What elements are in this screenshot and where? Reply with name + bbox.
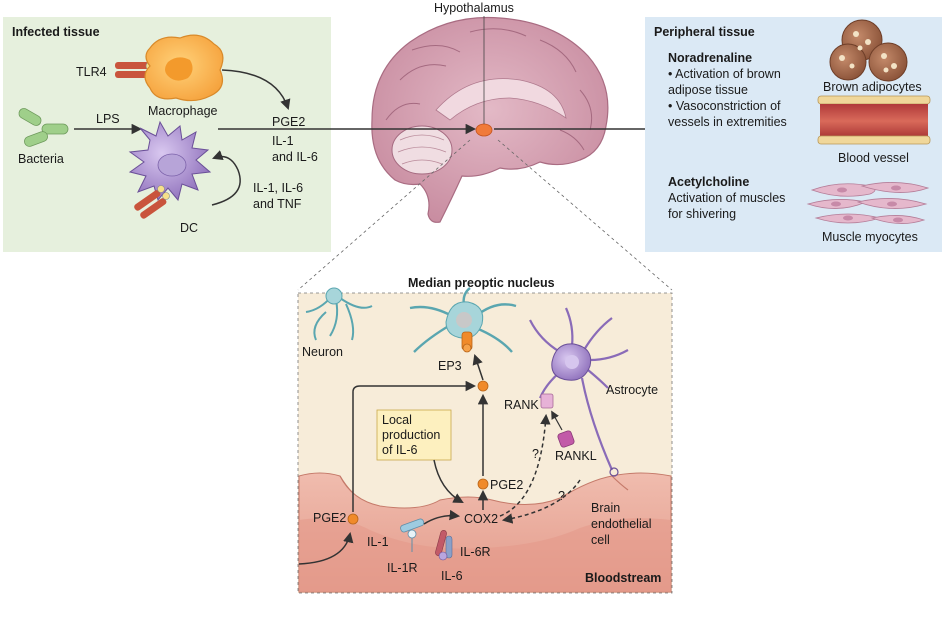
hypothalamus-label: Hypothalamus bbox=[434, 1, 514, 15]
peripheral-tissue-title: Peripheral tissue bbox=[654, 25, 755, 39]
rank-receptor-icon bbox=[540, 393, 554, 409]
local-production-line-1: Local bbox=[382, 413, 412, 427]
local-production-line-2: production bbox=[382, 428, 440, 442]
hypothalamus-icon bbox=[475, 123, 493, 137]
blood-vessel-icon bbox=[817, 95, 931, 145]
il6-label: IL-6 bbox=[441, 569, 463, 583]
ep3-label: EP3 bbox=[438, 359, 462, 373]
mediator-il1: IL-1 bbox=[272, 134, 294, 148]
cytokine-loop-label-2: and TNF bbox=[253, 197, 302, 211]
muscle-myocytes-icon bbox=[806, 182, 930, 224]
mediator-il6: and IL-6 bbox=[272, 150, 318, 164]
bloodstream-region bbox=[299, 518, 671, 592]
cerebellum-icon bbox=[391, 125, 453, 175]
macrophage-nucleus bbox=[165, 57, 193, 81]
local-production-arrow bbox=[433, 459, 464, 504]
il6r-label: IL-6R bbox=[460, 545, 491, 559]
noradrenaline-bullet-2: adipose tissue bbox=[668, 83, 748, 97]
il1r-receptor-icon bbox=[400, 518, 425, 552]
corpus-callosum bbox=[435, 78, 567, 121]
local-production-box bbox=[376, 409, 452, 461]
pge2-bloodstream-arrow bbox=[298, 531, 354, 565]
brown-adipocytes-label: Brown adipocytes bbox=[823, 80, 922, 94]
blood-vessel-label: Blood vessel bbox=[838, 151, 909, 165]
pge2-upward-arrow bbox=[472, 354, 484, 381]
pge2-left-to-ep3-arrow bbox=[352, 380, 477, 512]
endothelial-cell-borders bbox=[339, 475, 629, 493]
brain-endo-label-2: endothelial bbox=[591, 517, 651, 531]
infected-tissue-title: Infected tissue bbox=[12, 25, 100, 39]
cox2-to-rank-dashed-arrow bbox=[499, 413, 551, 517]
cerebellum-folds bbox=[397, 134, 447, 165]
il1-label: IL-1 bbox=[367, 535, 389, 549]
acetylcholine-heading: Acetylcholine bbox=[668, 175, 749, 189]
noradrenaline-bullet-4: vessels in extremities bbox=[668, 115, 787, 129]
pge2-molecule-cox2 bbox=[477, 478, 489, 490]
cytokine-loop-label-1: IL-1, IL-6 bbox=[253, 181, 303, 195]
dc-label: DC bbox=[180, 221, 198, 235]
rank-label: RANK bbox=[504, 398, 539, 412]
unknown-mechanism-2: ? bbox=[558, 489, 565, 503]
pge2-molecule-ep3 bbox=[477, 380, 489, 392]
astrocyte-nucleus bbox=[565, 355, 579, 369]
acetylcholine-text-2: for shivering bbox=[668, 207, 736, 221]
noradrenaline-bullet-1: • Activation of brown bbox=[668, 67, 781, 81]
muscle-myocytes-label: Muscle myocytes bbox=[822, 230, 918, 244]
dc-receptor-icon bbox=[134, 185, 170, 219]
lps-label: LPS bbox=[96, 112, 120, 126]
brown-adipocytes-icon bbox=[829, 19, 908, 82]
il6r-receptor-icon bbox=[435, 530, 453, 561]
noradrenaline-bullet-3: • Vasoconstriction of bbox=[668, 99, 781, 113]
ep3-neuron-nucleus bbox=[456, 312, 472, 328]
astrocyte-label: Astrocyte bbox=[606, 383, 658, 397]
brain-icon bbox=[371, 16, 609, 223]
bloodstream-label: Bloodstream bbox=[585, 571, 661, 585]
pge2-left-label: PGE2 bbox=[313, 511, 346, 525]
tlr4-label: TLR4 bbox=[76, 65, 107, 79]
myocyte-nuclei bbox=[831, 185, 903, 223]
rankl-label: RANKL bbox=[555, 449, 597, 463]
pge2-molecule-left bbox=[347, 513, 359, 525]
neuron-label: Neuron bbox=[302, 345, 343, 359]
inset-guide-right bbox=[497, 139, 673, 291]
rankl-to-rank-arrow bbox=[551, 410, 563, 431]
astrocyte-endfoot bbox=[609, 467, 619, 477]
rankl-icon bbox=[557, 430, 575, 448]
brain-gyri bbox=[385, 28, 593, 151]
bacteria-label: Bacteria bbox=[18, 152, 64, 166]
brain-endo-label-1: Brain bbox=[591, 501, 620, 515]
local-production-line-3: of IL-6 bbox=[382, 443, 417, 457]
acetylcholine-text-1: Activation of muscles bbox=[668, 191, 785, 205]
bacteria-icon bbox=[18, 108, 69, 147]
inset-title: Median preoptic nucleus bbox=[408, 276, 555, 290]
astrocyte-to-cox2-dashed-arrow bbox=[501, 479, 581, 524]
mediator-pge2: PGE2 bbox=[272, 115, 305, 129]
noradrenaline-heading: Noradrenaline bbox=[668, 51, 752, 65]
il1r-to-cox2-arrow bbox=[423, 509, 461, 525]
ep3-receptor-icon bbox=[461, 331, 473, 353]
pge2-top-label: PGE2 bbox=[490, 478, 523, 492]
il1r-label: IL-1R bbox=[387, 561, 418, 575]
neuron-soma bbox=[325, 287, 343, 305]
dc-nucleus bbox=[157, 153, 187, 177]
cytokine-loop-arrow bbox=[211, 150, 241, 206]
cox2-label: COX2 bbox=[464, 512, 498, 526]
macrophage-arrow bbox=[221, 69, 291, 110]
brain-endo-label-3: cell bbox=[591, 533, 610, 547]
unknown-mechanism-1: ? bbox=[532, 447, 539, 461]
macrophage-label: Macrophage bbox=[148, 104, 218, 118]
inset-guide-left bbox=[297, 139, 471, 291]
